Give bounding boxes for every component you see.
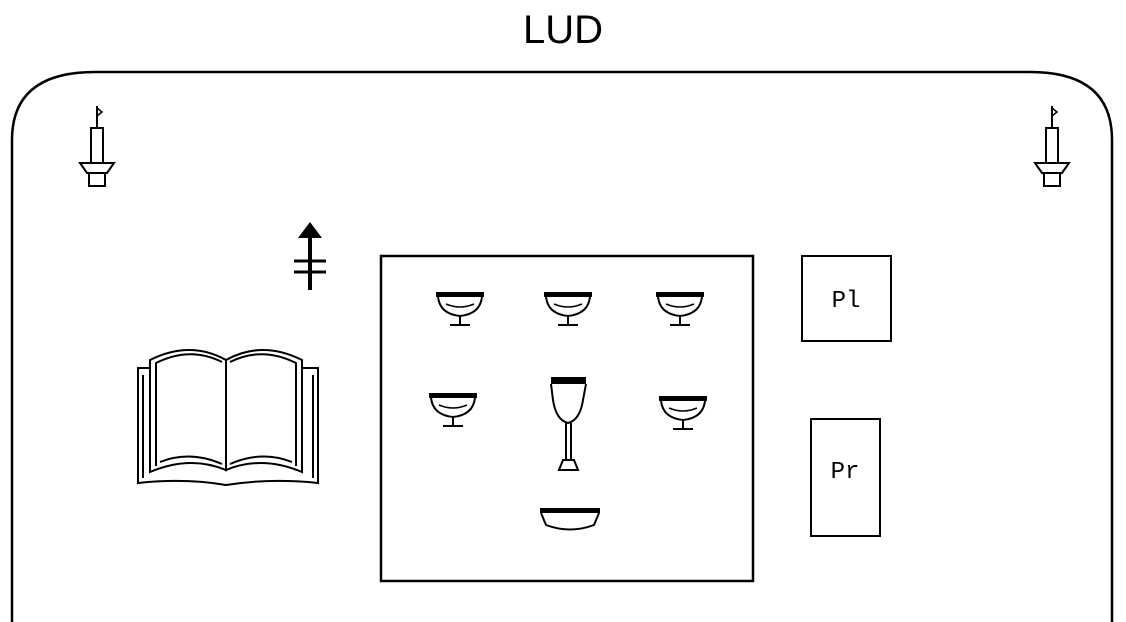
diagram-title: LUD [522,8,604,52]
plate-label: Pl [832,288,861,315]
altar-box [379,254,755,583]
cup-icon [429,393,477,427]
open-book-icon [137,349,319,487]
candle-icon [1033,106,1071,187]
cup-icon [436,292,484,326]
pyx-box [810,418,881,537]
candle-icon [78,106,116,187]
patriarchal-cross-icon [294,222,326,290]
cup-icon [544,292,592,326]
plate-box [801,255,892,342]
pyx-label: Pr [831,459,860,486]
cup-icon [656,292,704,326]
cup-icon [659,396,707,430]
enclosure-outline [10,70,1114,622]
bowl-icon [540,508,600,531]
chalice-icon [550,377,587,471]
